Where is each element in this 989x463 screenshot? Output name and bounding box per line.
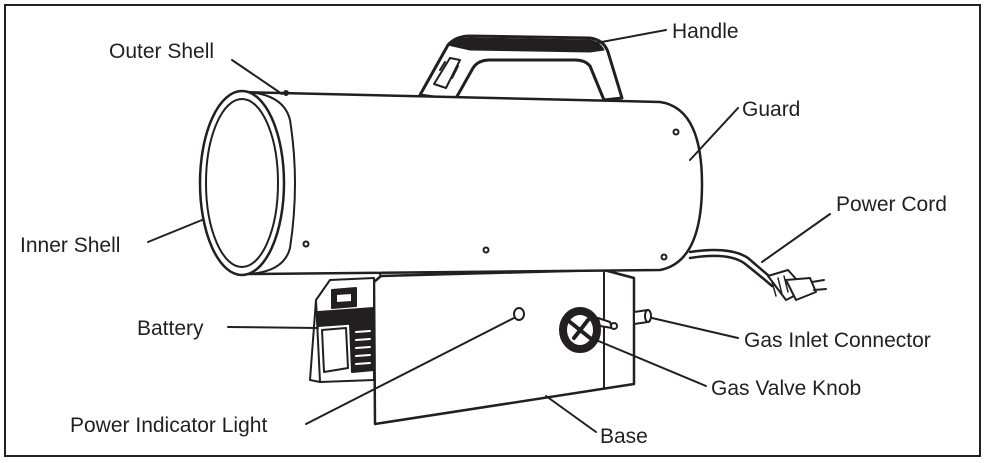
label-outer-shell: Outer Shell: [109, 40, 215, 63]
leader-lines: [147, 29, 831, 433]
cylinder-illustration: [198, 89, 704, 277]
label-battery: Battery: [137, 317, 204, 340]
label-guard: Guard: [742, 98, 801, 121]
leader-power-cord: [761, 213, 831, 263]
power-indicator-light-illustration: [513, 307, 525, 321]
gas-inlet-illustration: [633, 309, 652, 325]
label-gas-valve-knob: Gas Valve Knob: [711, 377, 862, 400]
leader-power-indicator: [305, 317, 515, 425]
label-inner-shell: Inner Shell: [20, 234, 121, 257]
label-gas-inlet-connector: Gas Inlet Connector: [744, 329, 931, 352]
leader-battery: [227, 326, 319, 329]
label-base: Base: [600, 425, 648, 448]
leader-handle: [579, 29, 667, 47]
leader-gas-valve-knob: [595, 339, 707, 387]
leader-guard: [689, 107, 739, 161]
handle-illustration: [418, 34, 624, 102]
battery-illustration: [309, 277, 375, 383]
label-power-cord: Power Cord: [836, 193, 947, 216]
leader-outer-shell: [231, 59, 283, 95]
label-handle: Handle: [672, 20, 739, 43]
leader-base: [545, 395, 597, 433]
leader-gas-inlet: [651, 317, 739, 339]
label-power-indicator-light: Power Indicator Light: [70, 414, 268, 437]
power-cord-illustration: [688, 248, 827, 301]
leader-inner-shell: [147, 219, 203, 243]
gas-valve-knob-illustration: [559, 307, 618, 353]
